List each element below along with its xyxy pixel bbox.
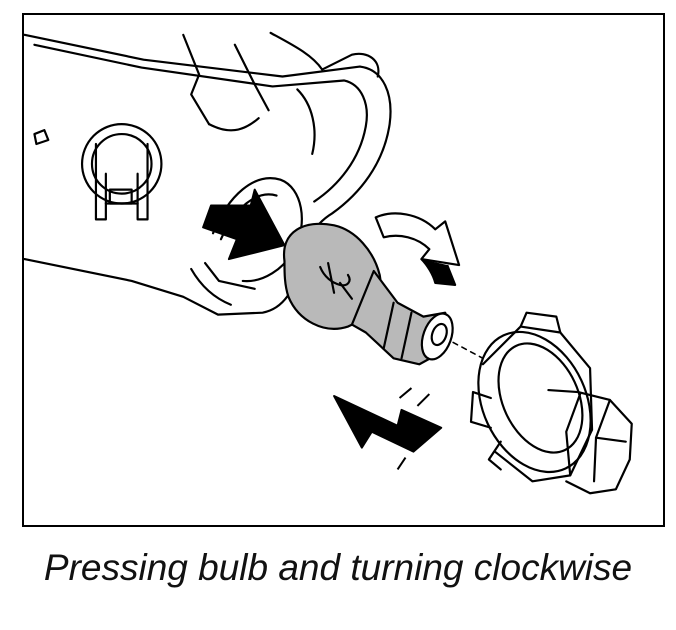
bulb: [282, 222, 454, 366]
press-arrow-icon: [333, 395, 443, 453]
alignment-line: [452, 341, 484, 360]
illustration-frame: [22, 13, 665, 527]
press-arrow-icon: [202, 188, 286, 261]
rotate-clockwise-icon: [374, 212, 461, 267]
bulb-socket-holder: [469, 311, 633, 495]
figure-caption: Pressing bulb and turning clockwise: [43, 547, 633, 588]
housing-socket: [80, 123, 163, 221]
bulb-replacement-illustration: [24, 31, 633, 495]
